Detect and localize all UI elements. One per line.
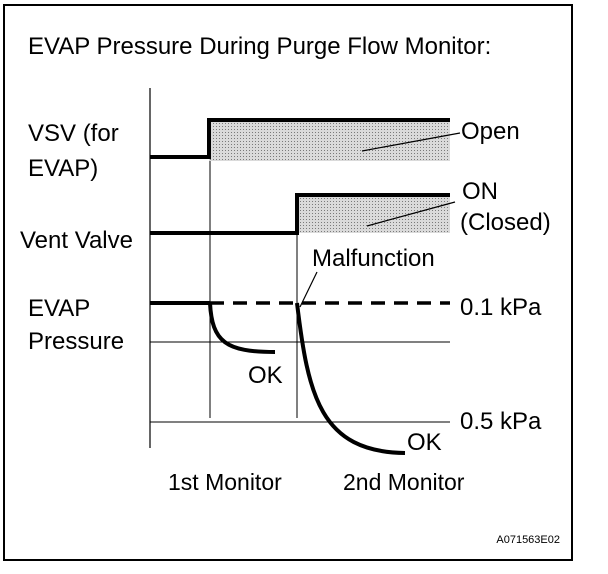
vent-closed-shading — [297, 195, 450, 233]
on-annotation: ON — [462, 178, 498, 205]
on-leader-line — [366, 201, 456, 227]
vent-valve-signal-line — [150, 193, 450, 235]
pressure-label-line2: Pressure — [28, 328, 124, 355]
vent-valve-label: Vent Valve — [20, 227, 133, 254]
first-ok-annotation: OK — [248, 362, 283, 389]
second-ok-annotation: OK — [407, 429, 442, 456]
closed-annotation: (Closed) — [460, 209, 551, 236]
second-monitor-pressure-curve — [295, 302, 406, 455]
vsv-label-line1: VSV (for — [28, 120, 119, 147]
first-monitor-label: 1st Monitor — [168, 469, 282, 495]
lower-pressure-label: 0.5 kPa — [460, 408, 542, 435]
upper-pressure-label: 0.1 kPa — [460, 294, 542, 321]
vsv-signal-line — [150, 118, 450, 159]
vsv-open-shading — [209, 120, 450, 161]
second-monitor-label: 2nd Monitor — [343, 469, 465, 495]
open-leader-line — [361, 132, 461, 152]
diagram-title: EVAP Pressure During Purge Flow Monitor: — [28, 33, 491, 60]
diagram-frame — [3, 4, 573, 561]
pressure-label-line1: EVAP — [28, 295, 90, 322]
malfunction-leader-line — [299, 271, 318, 308]
vsv-label-line2: EVAP) — [28, 155, 98, 182]
malfunction-annotation: Malfunction — [312, 245, 435, 272]
open-annotation: Open — [461, 118, 520, 145]
first-monitor-pressure-curve — [208, 302, 276, 354]
figure-code: A071563E02 — [496, 534, 560, 546]
